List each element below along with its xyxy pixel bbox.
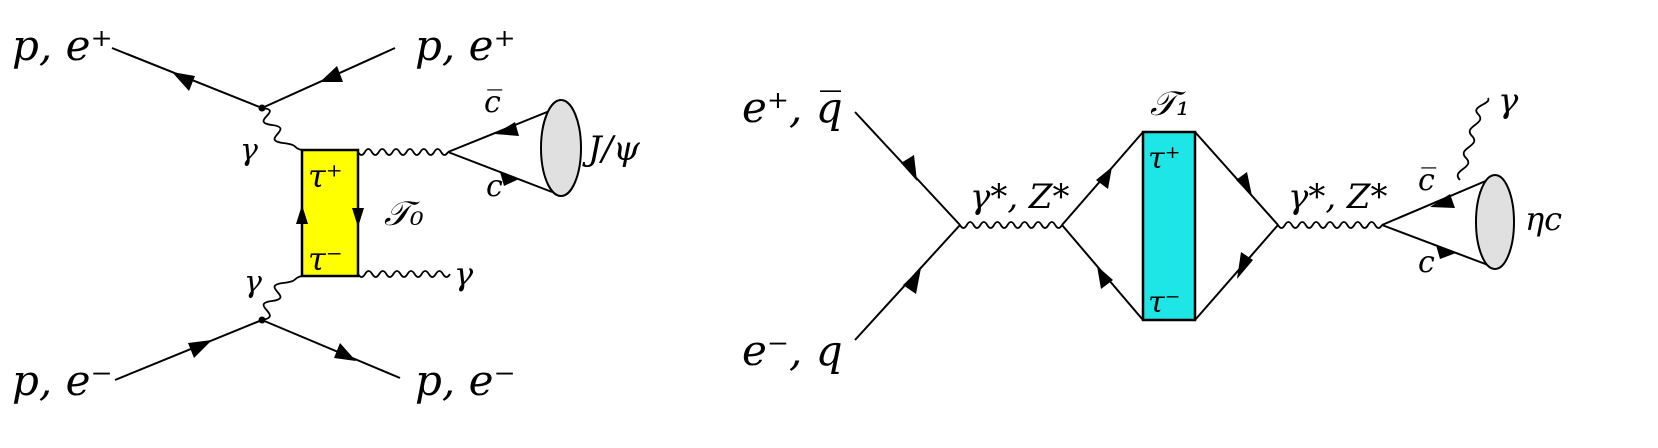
outgoing-photon (1456, 97, 1490, 181)
label-photon-bottom: γ (244, 265, 262, 300)
upper-photon-propagator (261, 107, 303, 151)
loop-left-lower-arrow (1097, 266, 1113, 289)
label-box-top-right: τ⁺ (1148, 141, 1180, 176)
anticharm-line-right (1381, 179, 1489, 226)
anticharm-arrow-right (1430, 194, 1455, 208)
tau-box-arrow-up (296, 205, 308, 224)
label-meson: J/ψ (582, 129, 640, 169)
label-top-left: p, e⁺ (12, 21, 113, 70)
tau-box-arrow-down (352, 208, 364, 227)
right-diagram: e⁺, q̅ e⁻, q γ*, Z* γ*, Z* 𝒯₁ τ⁺ τ⁻ γ c̅… (742, 81, 1562, 375)
label-box-top: τ⁺ (308, 157, 343, 195)
label-boson-left: γ*, Z* (970, 177, 1070, 217)
label-bottom-left: p, e⁻ (12, 356, 113, 405)
jpsi-blob (540, 99, 582, 197)
label-in-bottom: e⁻, q (742, 326, 843, 375)
label-photon-out: γ (454, 255, 474, 293)
label-anticharm: c̅ (484, 85, 502, 120)
boson-right-propagator (1277, 221, 1383, 229)
lower-photon-propagator (261, 275, 303, 321)
incoming-bottom-arrow (903, 268, 921, 294)
loop-left-upper-arrow (1096, 167, 1112, 189)
label-charm: c (486, 169, 503, 204)
charm-arrow (500, 172, 519, 186)
box-outgoing-photon (357, 270, 451, 278)
incoming-top-arrow (901, 155, 917, 181)
left-diagram: p, e⁺ p, e⁺ p, e⁻ p, e⁻ γ γ γ τ⁺ τ⁻ 𝒯₀ c… (12, 21, 640, 405)
label-photon-top: γ (240, 133, 258, 168)
label-anticharm-right: c̅ (1418, 163, 1436, 198)
label-in-top: e⁺, q̅ (742, 83, 843, 132)
loop-right-upper-arrow (1236, 172, 1252, 196)
lower-outgoing-arrow (334, 343, 356, 361)
label-boson-right: γ*, Z* (1288, 177, 1388, 217)
loop-right-upper (1194, 131, 1279, 226)
label-meson-right: ηc (1525, 200, 1562, 238)
lower-incoming-line (114, 319, 263, 381)
label-box-bottom-right: τ⁻ (1148, 285, 1180, 320)
loop-right-lower-arrow (1237, 252, 1253, 279)
box-to-charm-photon (357, 148, 449, 156)
label-bottom-right: p, e⁻ (415, 356, 516, 405)
loop-right-lower (1194, 224, 1279, 321)
upper-incoming-arrow (172, 72, 195, 91)
boson-left-propagator (959, 221, 1063, 229)
anticharm-arrow (495, 122, 519, 136)
tau-box-right (1141, 130, 1197, 322)
label-box-name: 𝒯₀ (384, 194, 424, 234)
etac-blob (1475, 174, 1515, 270)
label-charm-right: c (1418, 245, 1435, 280)
upper-outgoing-arrow (320, 66, 343, 82)
label-box-bottom: τ⁻ (308, 240, 343, 278)
lower-incoming-arrow (188, 340, 212, 358)
lower-outgoing-line (261, 319, 401, 379)
charm-line-right (1381, 224, 1489, 266)
charm-arrow-right (1436, 245, 1456, 259)
label-top-right: p, e⁺ (415, 21, 516, 70)
label-photon-out-right: γ (1498, 81, 1519, 121)
label-box-name-right: 𝒯₁ (1150, 84, 1190, 124)
